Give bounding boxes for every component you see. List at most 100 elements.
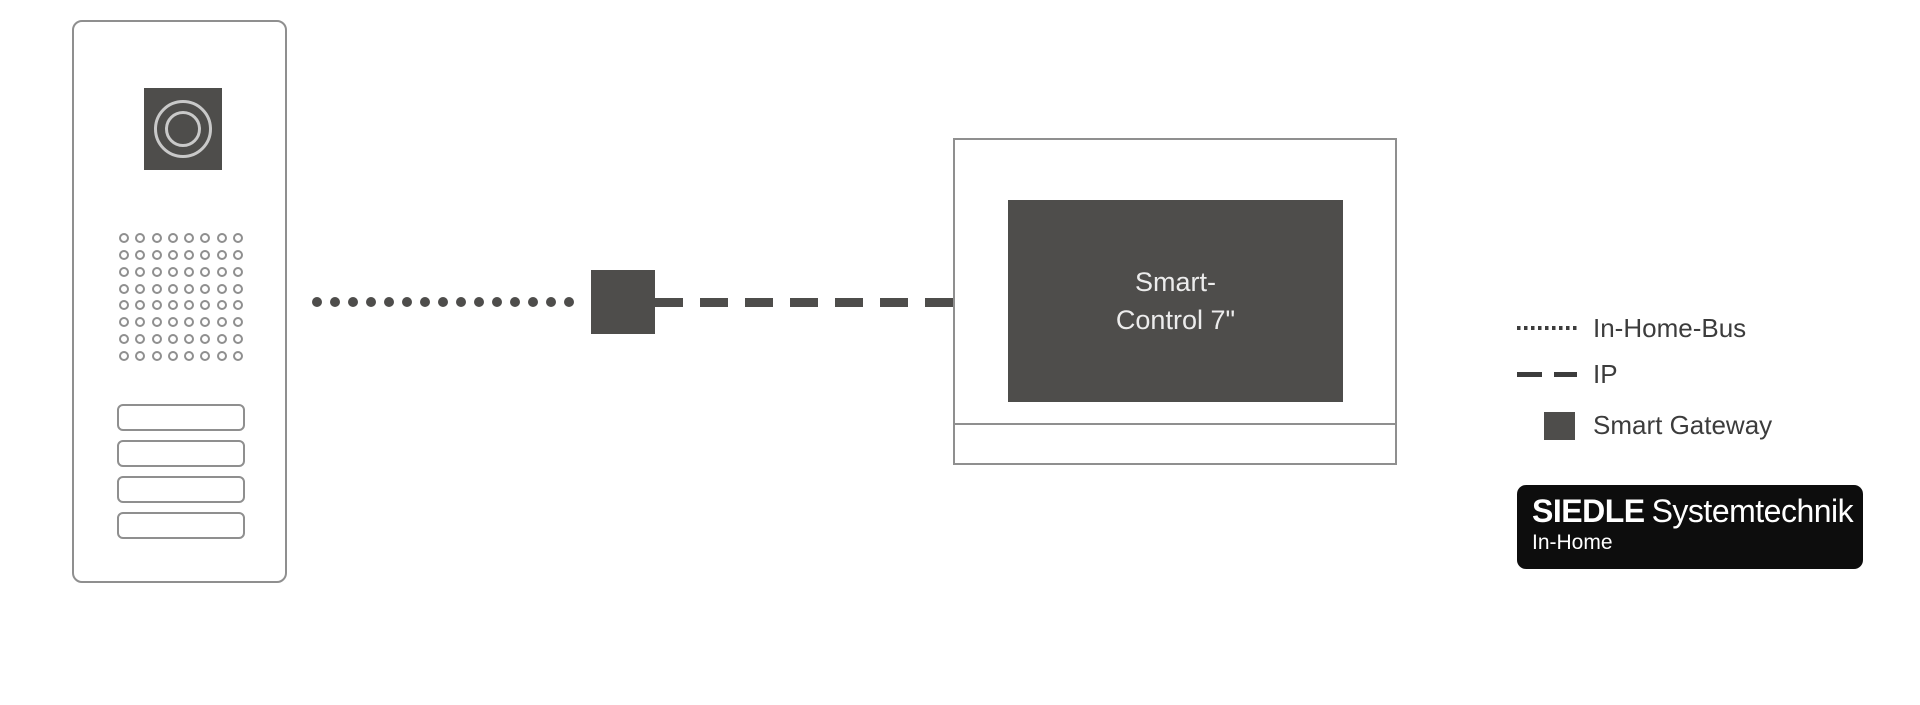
speaker-hole xyxy=(167,283,178,294)
speaker-hole xyxy=(167,350,178,361)
speaker-hole xyxy=(216,317,227,328)
speaker-hole xyxy=(232,233,243,244)
speaker-grille xyxy=(116,230,246,364)
speaker-hole xyxy=(167,266,178,277)
speaker-hole xyxy=(151,350,162,361)
speaker-hole xyxy=(200,333,211,344)
call-button[interactable] xyxy=(117,440,245,467)
speaker-hole xyxy=(151,317,162,328)
speaker-hole xyxy=(135,233,146,244)
call-button[interactable] xyxy=(117,476,245,503)
speaker-hole xyxy=(119,250,130,261)
speaker-hole xyxy=(184,333,195,344)
speaker-hole xyxy=(119,233,130,244)
speaker-hole xyxy=(135,333,146,344)
speaker-hole xyxy=(167,233,178,244)
speaker-hole xyxy=(151,283,162,294)
legend-label: In-Home-Bus xyxy=(1593,312,1747,343)
in-home-bus-line xyxy=(312,297,574,307)
camera-module xyxy=(144,88,222,170)
speaker-hole xyxy=(151,233,162,244)
bus-line-dot xyxy=(528,297,538,307)
speaker-hole xyxy=(232,350,243,361)
ip-line xyxy=(655,298,953,307)
bus-line-dot xyxy=(546,297,556,307)
gateway-square-sample-icon xyxy=(1544,411,1575,440)
screen-label-line1: Smart- xyxy=(1135,267,1216,297)
speaker-hole xyxy=(216,300,227,311)
speaker-hole xyxy=(200,250,211,261)
speaker-hole xyxy=(232,300,243,311)
legend-item-in-home-bus: In-Home-Bus xyxy=(1517,312,1747,343)
bus-line-dot xyxy=(366,297,376,307)
bus-line-dot xyxy=(348,297,358,307)
speaker-hole xyxy=(200,300,211,311)
bus-line-dot xyxy=(474,297,484,307)
call-button[interactable] xyxy=(117,512,245,539)
speaker-hole xyxy=(184,250,195,261)
speaker-hole xyxy=(135,350,146,361)
speaker-hole xyxy=(200,283,211,294)
legend-label: Smart Gateway xyxy=(1593,410,1773,440)
speaker-hole xyxy=(184,266,195,277)
legend-label: IP xyxy=(1593,358,1618,389)
speaker-hole xyxy=(232,283,243,294)
speaker-hole xyxy=(216,283,227,294)
speaker-hole xyxy=(135,250,146,261)
speaker-hole xyxy=(216,350,227,361)
bus-line-dot xyxy=(330,297,340,307)
legend-item-ip: IP xyxy=(1517,358,1618,389)
bus-line-dot xyxy=(510,297,520,307)
dotted-line-sample-icon xyxy=(1517,326,1577,330)
monitor-screen: Smart- Control 7" xyxy=(1008,200,1343,402)
legend-sample-container xyxy=(1517,371,1577,377)
speaker-hole xyxy=(167,250,178,261)
speaker-hole xyxy=(232,266,243,277)
logo-brand-text: SIEDLE xyxy=(1532,493,1645,529)
monitor-speaker-divider xyxy=(955,423,1395,425)
speaker-hole xyxy=(167,300,178,311)
call-button[interactable] xyxy=(117,404,245,431)
dashed-line-sample-icon xyxy=(1517,371,1577,377)
smart-gateway xyxy=(591,270,655,334)
speaker-hole xyxy=(200,266,211,277)
speaker-hole xyxy=(167,317,178,328)
speaker-hole xyxy=(151,266,162,277)
legend-sample-container xyxy=(1517,411,1577,440)
speaker-hole xyxy=(184,317,195,328)
speaker-hole xyxy=(119,266,130,277)
speaker-hole xyxy=(216,333,227,344)
speaker-hole xyxy=(119,333,130,344)
speaker-hole xyxy=(200,350,211,361)
screen-label-line2: Control 7" xyxy=(1115,305,1236,335)
speaker-hole xyxy=(200,317,211,328)
call-button-stack xyxy=(117,404,245,539)
speaker-hole xyxy=(216,266,227,277)
bus-line-dot xyxy=(438,297,448,307)
door-station xyxy=(72,20,287,583)
speaker-hole xyxy=(167,333,178,344)
speaker-hole xyxy=(151,300,162,311)
speaker-hole xyxy=(184,300,195,311)
bus-line-dot xyxy=(312,297,322,307)
speaker-hole xyxy=(200,233,211,244)
bus-line-dot xyxy=(384,297,394,307)
speaker-hole xyxy=(119,317,130,328)
speaker-hole xyxy=(232,317,243,328)
speaker-hole xyxy=(151,333,162,344)
smart-control-monitor: Smart- Control 7" xyxy=(953,138,1397,465)
speaker-hole xyxy=(151,250,162,261)
bus-line-dot xyxy=(420,297,430,307)
legend-item-smart-gateway: Smart Gateway xyxy=(1517,410,1773,440)
bus-line-dot xyxy=(492,297,502,307)
camera-lens-inner-ring xyxy=(165,111,201,147)
logo-subtitle: In-Home xyxy=(1532,531,1613,554)
speaker-hole xyxy=(119,300,130,311)
speaker-hole xyxy=(184,233,195,244)
speaker-hole xyxy=(119,283,130,294)
speaker-hole xyxy=(184,350,195,361)
logo-suffix-text: Systemtechnik xyxy=(1651,493,1854,529)
